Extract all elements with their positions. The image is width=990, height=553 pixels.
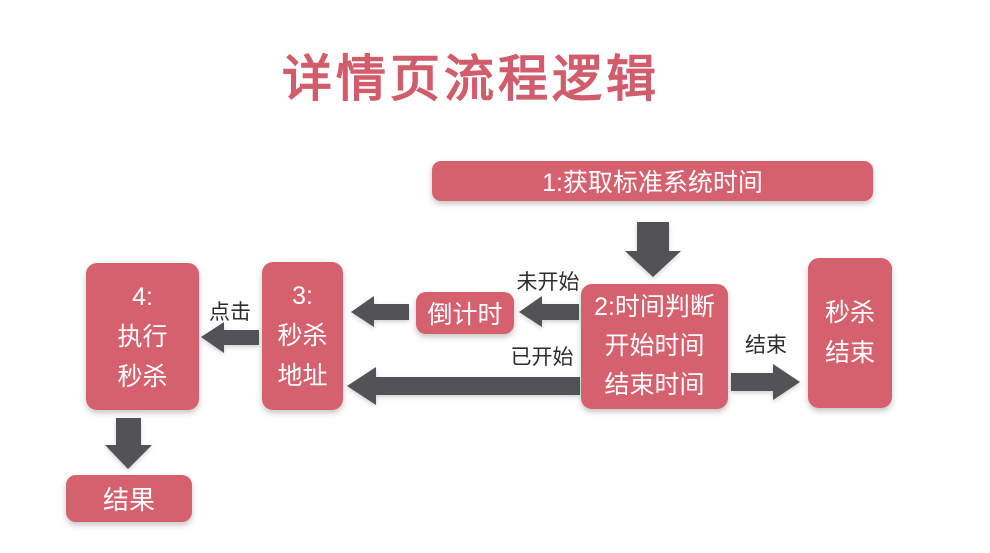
node-label-line: 秒杀: [117, 362, 168, 391]
node-label-line: 3:: [292, 282, 313, 310]
arrow-left-step2-to-countdown-icon: [519, 296, 579, 327]
node-seckill-ended: 秒杀 结束: [808, 258, 892, 408]
node-label-line: 开始时间: [604, 332, 705, 360]
diagram-title: 详情页流程逻辑: [282, 51, 660, 107]
arrow-down-step4-to-result-icon: [105, 418, 152, 469]
node-label: 1:获取标准系统时间: [542, 169, 763, 197]
edge-label-started: 已开始: [510, 346, 574, 369]
node-seckill-address: 3: 秒杀 地址: [262, 262, 343, 410]
node-result: 结果: [66, 475, 192, 522]
arrow-left-countdown-to-step3-icon: [351, 296, 409, 327]
arrow-left-step2-to-step3-icon: [347, 367, 580, 405]
node-label-line: 结束时间: [604, 371, 705, 399]
node-label-line: 秒杀: [824, 299, 875, 327]
node-countdown: 倒计时: [416, 292, 514, 334]
arrow-down-step1-to-step2-icon: [625, 222, 681, 277]
node-label-line: 结束: [824, 339, 875, 367]
node-label-line: 2:时间判断: [594, 293, 715, 321]
edge-label-not-started: 未开始: [516, 271, 580, 294]
node-execute-seckill: 4: 执行 秒杀: [86, 263, 199, 410]
node-label: 倒计时: [427, 301, 503, 329]
node-label: 结果: [102, 485, 155, 515]
node-label-line: 执行: [117, 322, 168, 351]
node-label-line: 4:: [132, 282, 153, 311]
edge-label-end: 结束: [745, 334, 787, 357]
node-label-line: 秒杀: [277, 322, 328, 350]
node-label-line: 地址: [277, 362, 328, 390]
arrow-left-step3-to-step4-icon: [201, 322, 259, 353]
node-time-judgement: 2:时间判断 开始时间 结束时间: [581, 284, 728, 409]
edge-label-click: 点击: [209, 301, 251, 324]
node-get-system-time: 1:获取标准系统时间: [432, 161, 873, 201]
arrow-right-step2-to-end-icon: [731, 364, 800, 400]
